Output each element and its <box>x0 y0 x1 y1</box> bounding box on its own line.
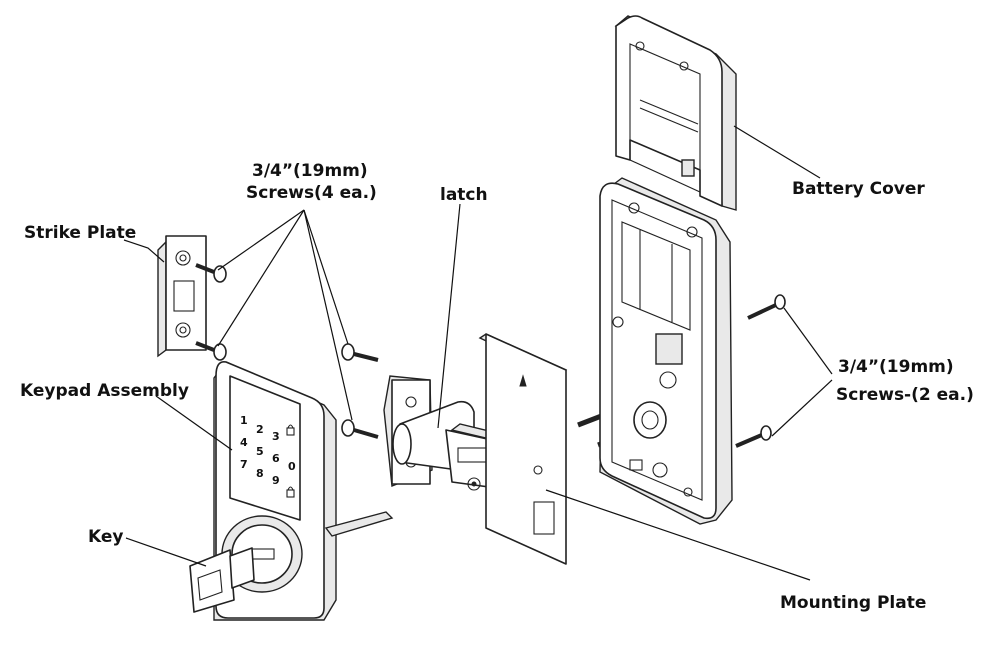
key-1: 1 <box>240 414 248 427</box>
interior-housing <box>599 177 733 525</box>
label-screws-4-count: Screws(4 ea.) <box>246 183 377 203</box>
key-0: 0 <box>288 460 296 473</box>
key-7: 7 <box>240 458 248 471</box>
key-9: 9 <box>272 474 280 487</box>
label-latch: latch <box>440 185 488 205</box>
leader-keypad <box>155 395 233 451</box>
screw-keypad-bottom <box>341 419 379 439</box>
key-4: 4 <box>240 436 248 449</box>
key-5: 5 <box>256 445 264 458</box>
mounting-plate <box>478 333 568 565</box>
leader-mounting-plate <box>545 489 811 581</box>
keypad-keys: 1 2 3 4 5 6 7 8 9 0 <box>240 414 296 487</box>
labels: Strike Plate 3/4”(19mm) Screws(4 ea.) la… <box>20 161 974 613</box>
key-2: 2 <box>256 423 264 436</box>
leader-latch <box>437 203 461 429</box>
label-mounting-plate: Mounting Plate <box>780 593 926 613</box>
label-strike-plate: Strike Plate <box>24 223 136 243</box>
label-battery-cover: Battery Cover <box>792 179 925 199</box>
leader-lines <box>123 125 833 581</box>
leader-screw-4 <box>303 209 353 421</box>
leader-strike-plate <box>123 239 165 263</box>
leader-battery-cover <box>733 125 821 179</box>
screw-keypad-top <box>341 343 379 362</box>
label-screws-2-size: 3/4”(19mm) <box>838 357 954 377</box>
screw-right-top <box>747 294 786 320</box>
leader-screw-2 <box>217 209 305 347</box>
screw-strike-bottom <box>195 341 227 361</box>
leader-screws-right-1 <box>783 307 833 375</box>
screw-right-bottom <box>735 425 772 448</box>
label-keypad-assembly: Keypad Assembly <box>20 381 189 401</box>
key-part <box>189 547 255 613</box>
key-8: 8 <box>256 467 264 480</box>
key-6: 6 <box>272 452 280 465</box>
strike-plate <box>157 235 207 358</box>
leader-screw-3 <box>303 209 349 345</box>
leader-screws-right-2 <box>771 379 833 437</box>
screw-strike-top <box>195 263 227 283</box>
label-key: Key <box>88 527 124 547</box>
battery-cover <box>614 15 737 211</box>
label-screws-4-size: 3/4”(19mm) <box>252 161 368 181</box>
leader-key <box>125 537 207 567</box>
lock-icon <box>286 424 295 498</box>
key-3: 3 <box>272 430 280 443</box>
label-screws-2-count: Screws-(2 ea.) <box>836 385 974 405</box>
leader-screw-1 <box>217 209 305 271</box>
